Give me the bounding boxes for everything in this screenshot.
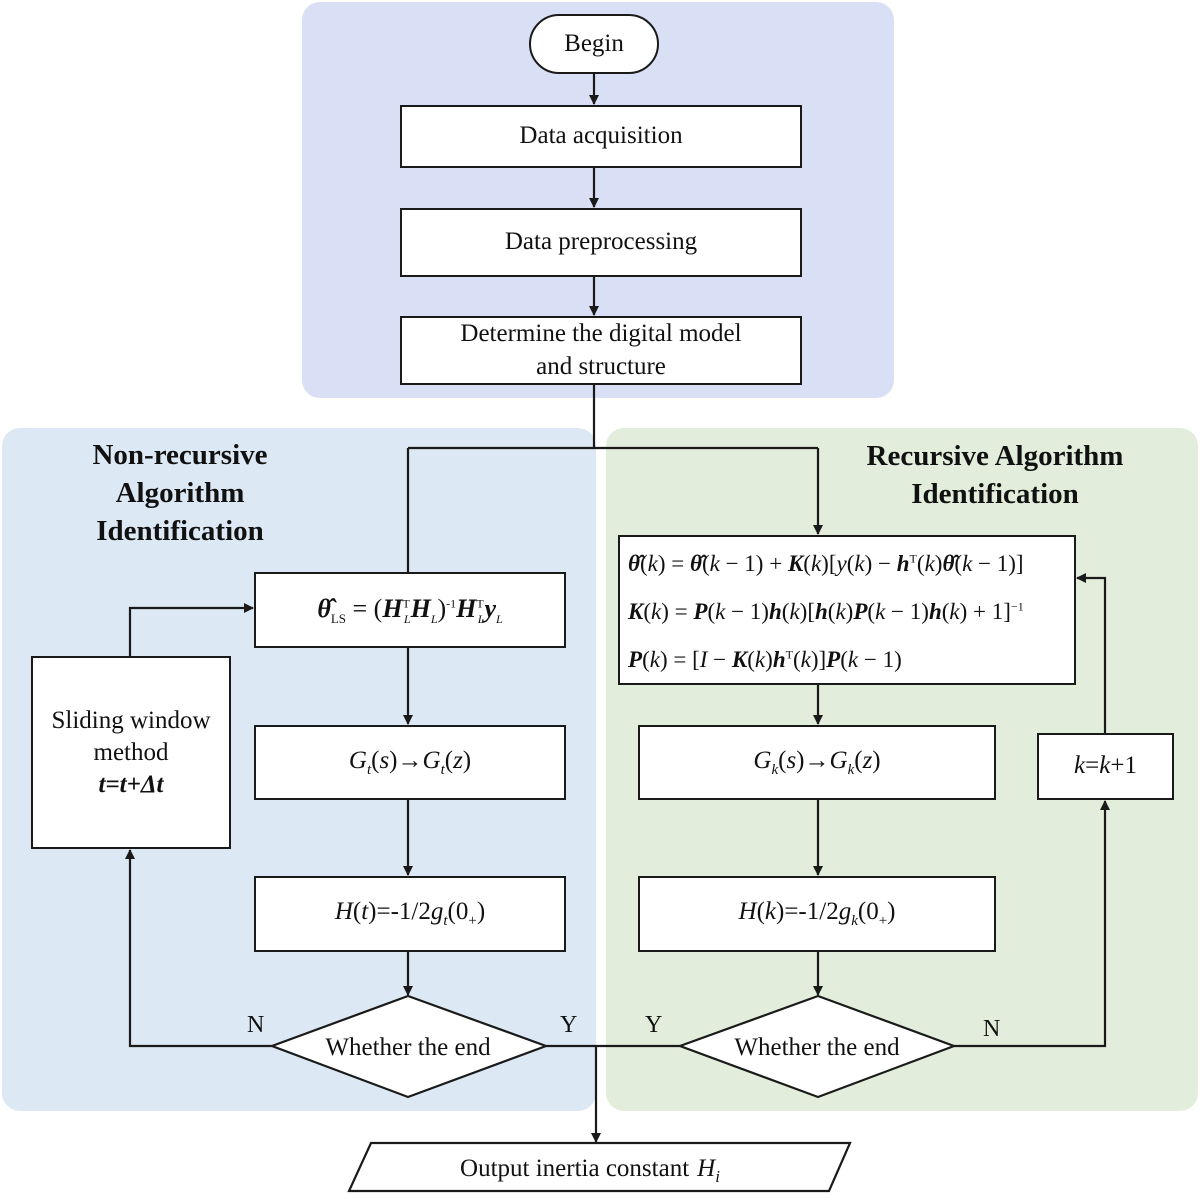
arrow-left-no-to-sliding bbox=[125, 849, 272, 1048]
output-subscript: i bbox=[715, 1167, 720, 1186]
covariance-update-formula: P(k) = [I − K(k)hT(k)]P(k − 1) bbox=[628, 647, 902, 672]
sliding-window-box: Sliding window method t=t+Δt bbox=[31, 656, 231, 849]
data-preprocessing-box: Data preprocessing bbox=[400, 208, 802, 277]
recursive-update-box: θ̂(k) = θ̂(k − 1) + K(k)[y(k) − hT(k)θ̂(… bbox=[618, 535, 1076, 685]
data-preprocessing-label: Data preprocessing bbox=[504, 228, 698, 256]
left-no-label: N bbox=[247, 1012, 265, 1038]
right-yes-label: Y bbox=[645, 1012, 663, 1038]
left-yes-label: Y bbox=[560, 1012, 578, 1038]
arrow-right-no-to-increment bbox=[954, 800, 1110, 1048]
left-region-title: Non-recursive Algorithm Identification bbox=[60, 436, 300, 550]
left-decision-diamond bbox=[268, 994, 550, 1099]
least-squares-formula-box: θ̂LS = (HTLHL)-1HTLyL bbox=[254, 572, 566, 648]
arrow-sliding-to-ls bbox=[128, 603, 254, 656]
left-title-line1: Non-recursive bbox=[92, 439, 268, 471]
left-title-line3: Identification bbox=[96, 515, 264, 547]
least-squares-formula: θ̂LS = (HTLHL)-1HTLyL bbox=[317, 593, 503, 627]
left-decision-label: Whether the end bbox=[325, 1034, 491, 1061]
left-title-line2: Algorithm bbox=[115, 477, 245, 509]
left-inertia-box: H(t)=-1/2gt(0+) bbox=[254, 876, 566, 952]
right-transfer-formula: Gk(s)→Gk(z) bbox=[753, 746, 881, 778]
output-parallelogram bbox=[347, 1141, 852, 1193]
output-label: Output inertia constant bbox=[460, 1155, 689, 1182]
gain-update-formula: K(k) = P(k − 1)h(k)[h(k)P(k − 1)h(k) + 1… bbox=[628, 599, 1024, 624]
output-text: Output inertia constant Hi bbox=[460, 1155, 720, 1186]
data-acquisition-label: Data acquisition bbox=[519, 122, 683, 150]
right-region-title: Recursive Algorithm Identification bbox=[835, 437, 1155, 513]
right-title-line2: Identification bbox=[911, 478, 1079, 510]
output-symbol: H bbox=[696, 1155, 717, 1182]
determine-model-box: Determine the digital model and structur… bbox=[400, 316, 802, 385]
theta-update-formula: θ̂(k) = θ̂(k − 1) + K(k)[y(k) − hT(k)θ̂(… bbox=[628, 551, 1024, 576]
left-inertia-formula: H(t)=-1/2gt(0+) bbox=[334, 898, 486, 930]
right-decision-diamond bbox=[676, 994, 958, 1099]
right-no-label: N bbox=[983, 1016, 1001, 1042]
right-inertia-formula: H(k)=-1/2gk(0+) bbox=[738, 898, 896, 930]
right-transfer-box: Gk(s)→Gk(z) bbox=[638, 725, 996, 800]
data-acquisition-box: Data acquisition bbox=[400, 105, 802, 168]
right-decision-label: Whether the end bbox=[734, 1034, 900, 1061]
arrow-increment-to-recursive bbox=[1076, 573, 1107, 733]
sliding-window-line1: Sliding window bbox=[51, 706, 211, 734]
right-inertia-box: H(k)=-1/2gk(0+) bbox=[638, 876, 996, 952]
left-transfer-box: Gt(s)→Gt(z) bbox=[254, 725, 566, 800]
determine-model-line2: and structure bbox=[536, 352, 666, 380]
right-title-line1: Recursive Algorithm bbox=[866, 440, 1124, 472]
determine-model-line1: Determine the digital model bbox=[460, 320, 742, 347]
begin-terminal: Begin bbox=[529, 14, 659, 74]
sliding-window-formula: t=t+Δt bbox=[98, 770, 164, 798]
sliding-window-line2: method bbox=[93, 738, 169, 766]
left-transfer-formula: Gt(s)→Gt(z) bbox=[348, 746, 472, 778]
increment-k-formula: k=k+1 bbox=[1074, 752, 1137, 780]
begin-label: Begin bbox=[564, 29, 624, 57]
increment-k-box: k=k+1 bbox=[1037, 733, 1174, 800]
